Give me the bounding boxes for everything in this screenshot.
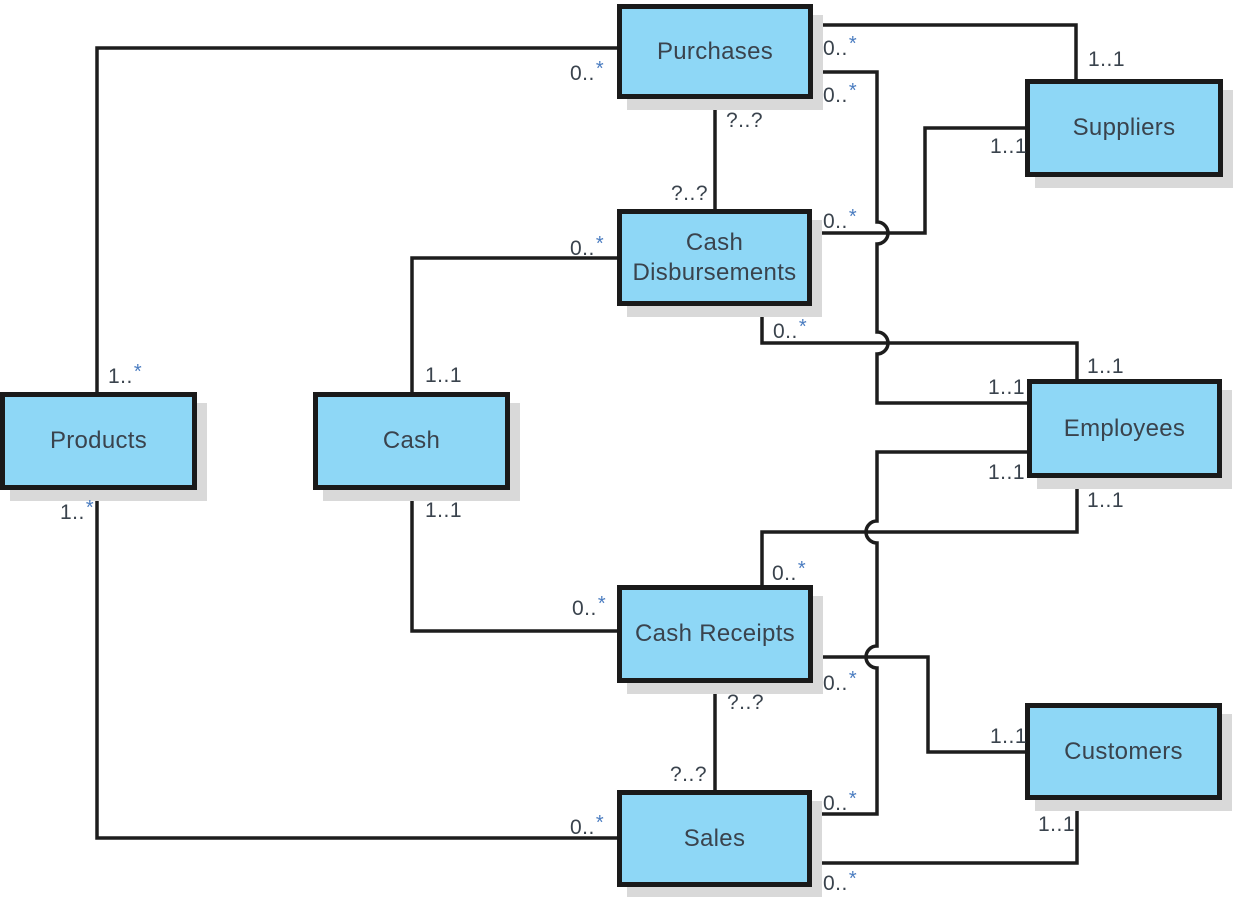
entity-suppliers[interactable]: Suppliers xyxy=(1025,79,1223,177)
cardinality-purchases-suppliers-far: 1..1 xyxy=(1088,48,1126,71)
connector-cash-receipts-customers xyxy=(813,655,1025,754)
entity-purchases[interactable]: Purchases xyxy=(617,4,813,99)
cardinality-purchases-cash-disbursements-near: ?..? xyxy=(726,109,764,132)
connector-employees-sales xyxy=(813,450,1027,816)
entity-label-customers: Customers xyxy=(1064,737,1183,765)
asterisk-glyph: * xyxy=(848,80,858,102)
cardinality-cash-cash-disbursements-far: 0..* xyxy=(570,233,605,260)
entity-label-employees: Employees xyxy=(1063,414,1186,442)
cardinality-cash-receipts-sales-near: ?..? xyxy=(727,691,765,714)
cardinality-employees-sales-far: 0..* xyxy=(823,788,858,815)
asterisk-glyph: * xyxy=(595,812,605,834)
cardinality-purchases-cash-disbursements-far: ?..? xyxy=(671,182,709,205)
entity-cash-disbursements[interactable]: Cash Disbursements xyxy=(617,209,812,306)
entity-label-purchases: Purchases xyxy=(656,37,774,65)
entity-customers[interactable]: Customers xyxy=(1025,703,1222,800)
asterisk-glyph: * xyxy=(848,788,858,810)
cardinality-cash-disbursements-employees-near: 0..* xyxy=(773,316,808,343)
asterisk-glyph: * xyxy=(85,497,95,519)
connector-cash-disbursements-suppliers xyxy=(813,126,1025,235)
asterisk-glyph: * xyxy=(848,868,858,890)
entity-label-cash: Cash xyxy=(382,427,441,454)
cardinality-cash-cash-receipts-far: 0..* xyxy=(572,593,607,620)
cardinality-products-sales-far: 0..* xyxy=(570,812,605,839)
entity-label-cash-receipts: Cash Receipts xyxy=(635,620,795,647)
cardinality-sales-customers-far: 1..1 xyxy=(1038,813,1076,836)
connector-purchases-suppliers xyxy=(813,23,1078,79)
connector-cash-cash-disbursements xyxy=(410,256,617,392)
cardinality-employees-sales-near: 1..1 xyxy=(988,461,1026,484)
cardinality-products-purchases-far: 0..* xyxy=(570,58,605,85)
cardinality-cash-receipts-customers-near: 0..* xyxy=(823,668,858,695)
connector-products-sales xyxy=(95,490,617,840)
asterisk-glyph: * xyxy=(798,316,808,338)
cardinality-sales-customers-near: 0..* xyxy=(823,868,858,895)
asterisk-glyph: * xyxy=(848,668,858,690)
connector-sales-customers xyxy=(812,800,1079,865)
connector-purchases-employees xyxy=(813,70,1027,405)
asterisk-glyph: * xyxy=(797,558,807,580)
asterisk-glyph: * xyxy=(595,58,605,80)
cardinality-products-sales-near: 1..* xyxy=(60,497,95,524)
connector-products-purchases xyxy=(95,46,617,392)
cardinality-cash-receipts-sales-far: ?..? xyxy=(670,763,708,786)
entity-employees[interactable]: Employees xyxy=(1027,379,1222,478)
cardinality-cash-disbursements-suppliers-far: 1..1 xyxy=(990,135,1028,158)
cardinality-cash-receipts-customers-far: 1..1 xyxy=(990,725,1028,748)
entity-label-products: Products xyxy=(49,427,148,454)
cardinality-cash-disbursements-employees-far: 1..1 xyxy=(1087,355,1125,378)
entity-label-suppliers: Suppliers xyxy=(1072,114,1176,141)
cardinality-employees-cash-receipts-near: 1..1 xyxy=(1087,489,1125,512)
entity-sales[interactable]: Sales xyxy=(617,790,812,887)
entity-cash-receipts[interactable]: Cash Receipts xyxy=(617,585,813,683)
asterisk-glyph: * xyxy=(595,233,605,255)
entity-label-cash-disbursements: Cash Disbursements xyxy=(632,228,797,286)
asterisk-glyph: * xyxy=(597,593,607,615)
cardinality-cash-cash-receipts-near: 1..1 xyxy=(425,499,463,522)
cardinality-cash-cash-disbursements-near: 1..1 xyxy=(425,364,463,387)
cardinality-purchases-employees-near: 0..* xyxy=(823,80,858,107)
cardinality-purchases-employees-far: 1..1 xyxy=(988,376,1026,399)
cardinality-cash-disbursements-suppliers-near: 0..* xyxy=(823,206,858,233)
connector-employees-cash-receipts xyxy=(760,478,1079,585)
asterisk-glyph: * xyxy=(848,206,858,228)
cardinality-employees-cash-receipts-far: 0..* xyxy=(772,558,807,585)
entity-products[interactable]: Products xyxy=(0,392,197,490)
entity-label-sales: Sales xyxy=(683,824,746,852)
asterisk-glyph: * xyxy=(848,33,858,55)
connector-cash-cash-receipts xyxy=(410,490,617,633)
connector-cash-disbursements-employees xyxy=(760,306,1079,379)
asterisk-glyph: * xyxy=(133,361,143,383)
cardinality-products-purchases-near: 1..* xyxy=(108,361,143,388)
cardinality-purchases-suppliers-near: 0..* xyxy=(823,33,858,60)
entity-cash[interactable]: Cash xyxy=(313,392,510,490)
